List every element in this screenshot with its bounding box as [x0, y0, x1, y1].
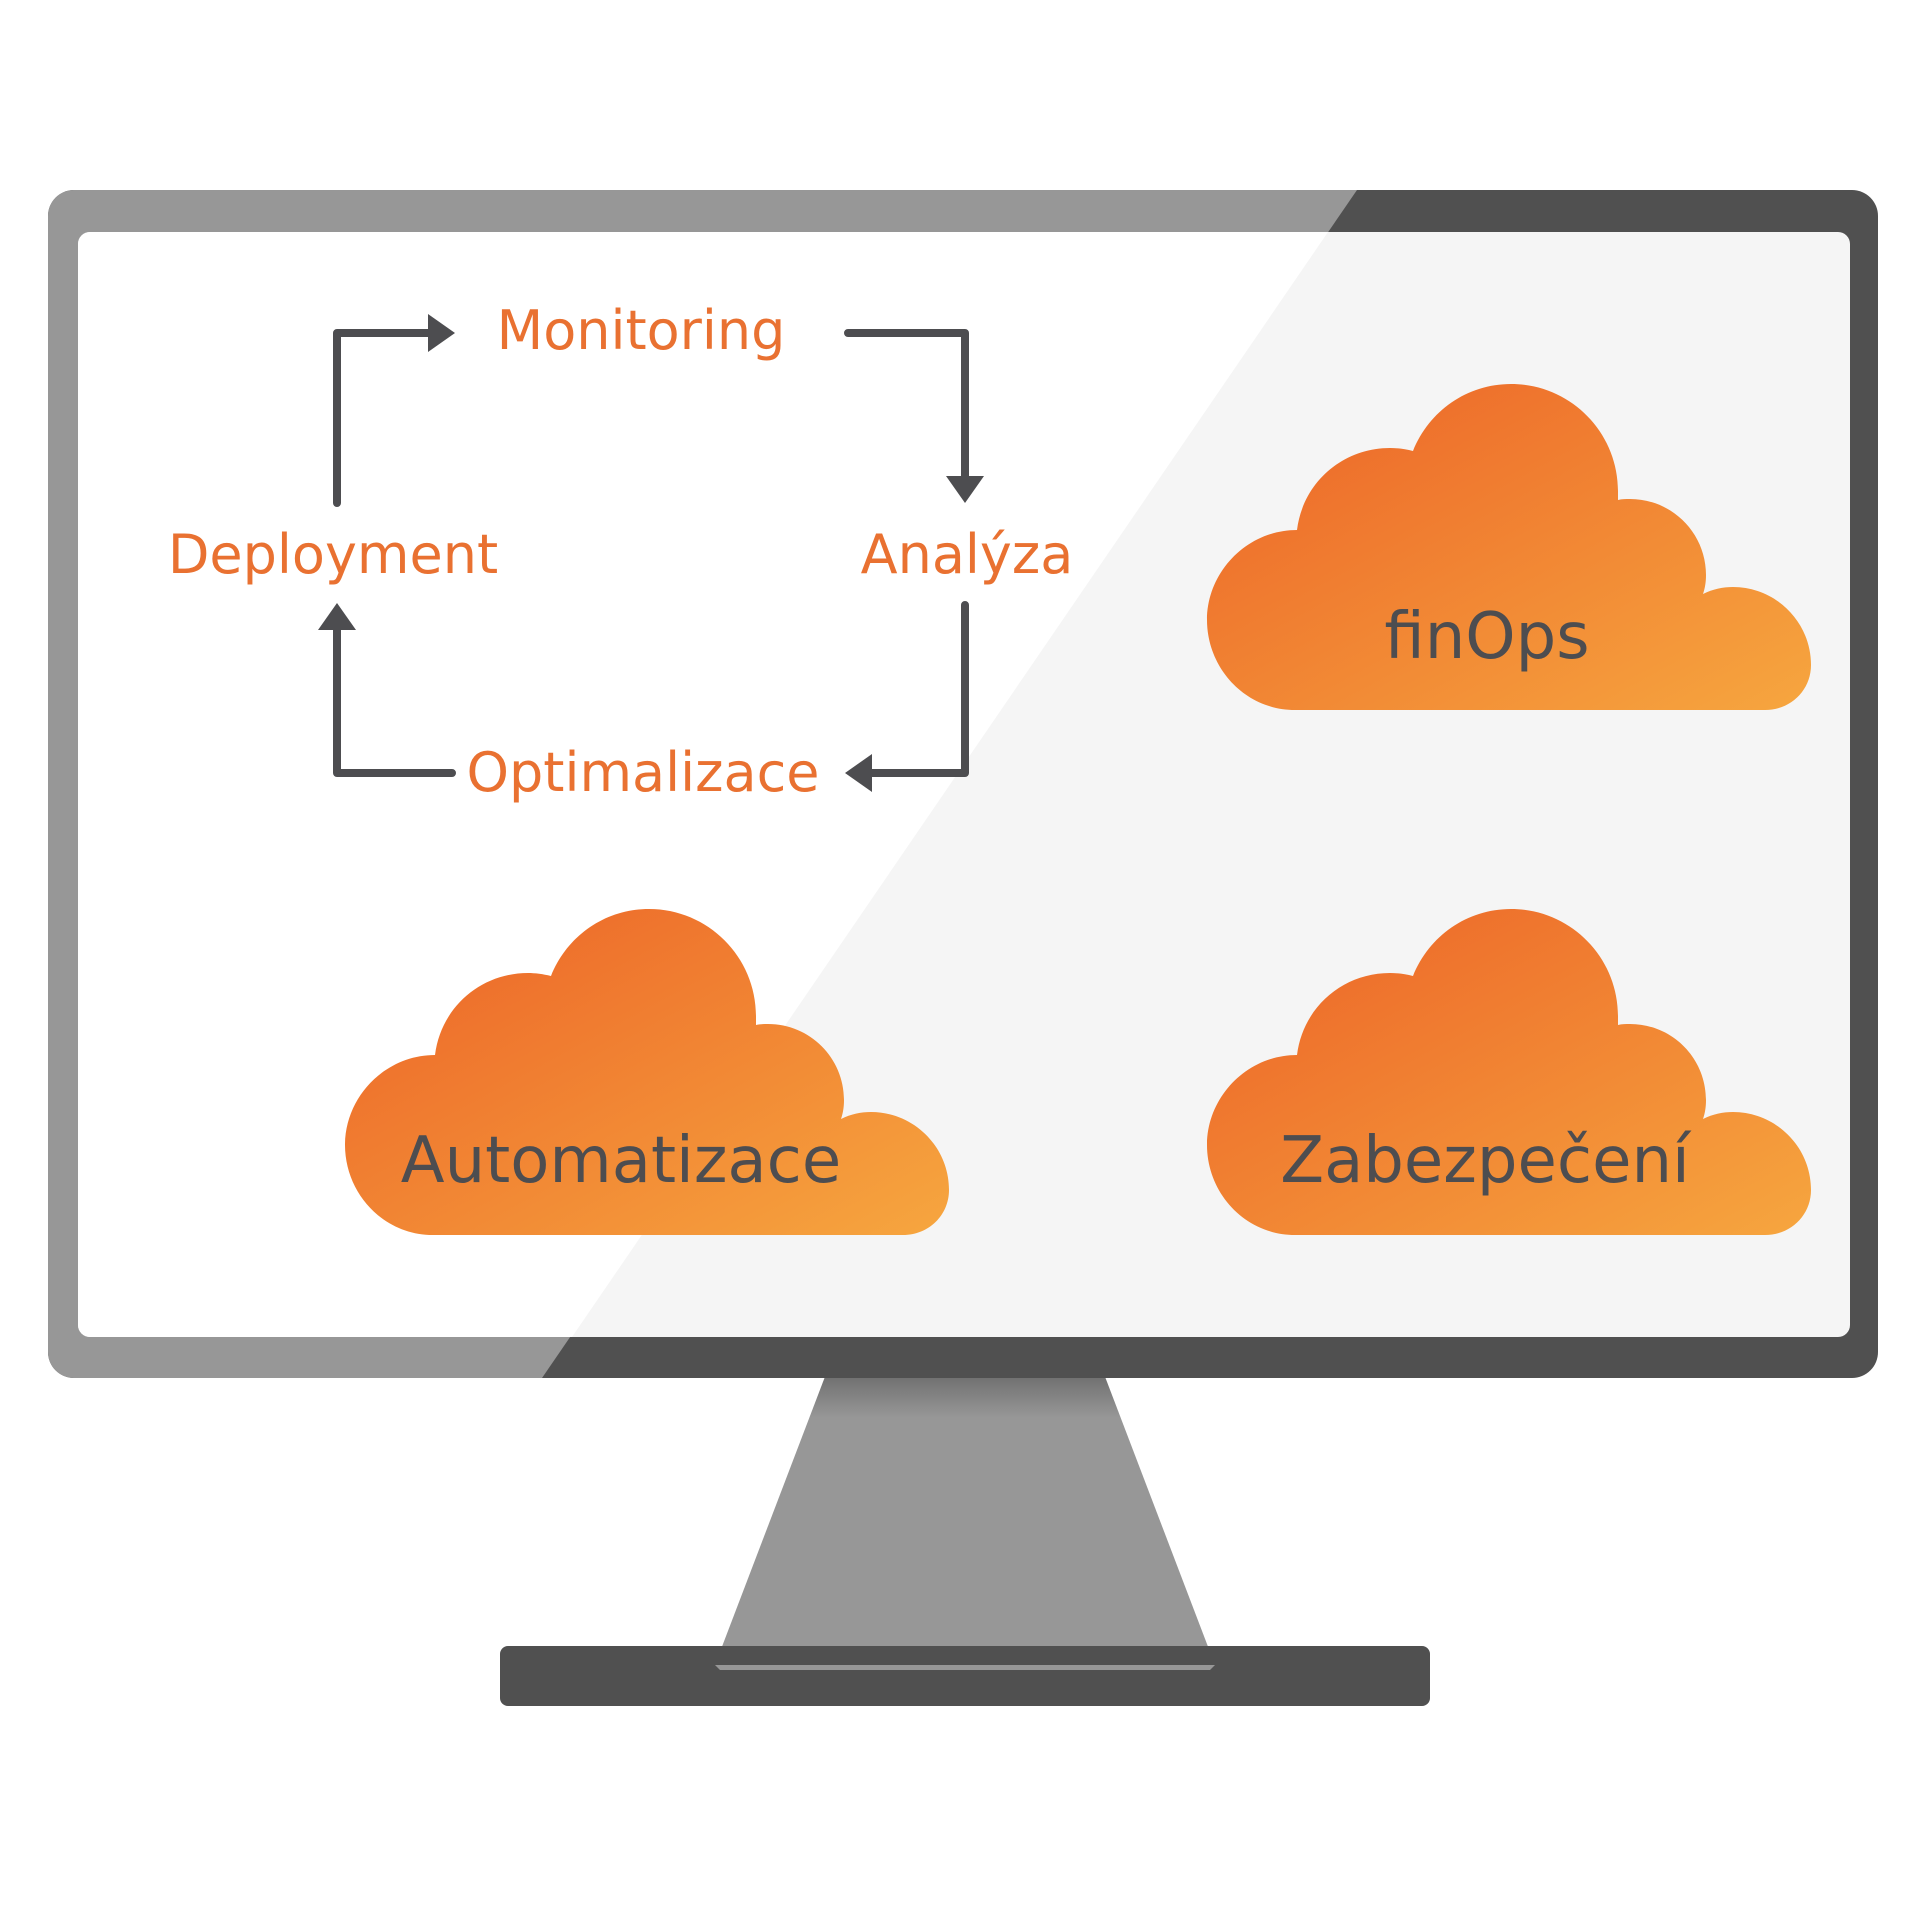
cycle-label-monitoring: Monitoring	[497, 299, 786, 362]
arrowhead-up-icon	[318, 603, 356, 630]
arrowhead-left-icon	[845, 754, 872, 792]
cloud-zabezpeceni: Zabezpečení	[1207, 909, 1811, 1235]
arrow-heads	[318, 314, 984, 792]
arrow-analyza-to-optimalizace	[866, 601, 969, 777]
cloud-finops: finOps	[1207, 384, 1811, 710]
arrow-deployment-to-monitoring	[333, 329, 434, 507]
arrow-monitoring-to-analyza	[844, 329, 969, 482]
monitor-stand	[500, 1374, 1430, 1706]
cloud-label-zabezpeceni: Zabezpečení	[1280, 1124, 1692, 1198]
arrowhead-down-icon	[946, 476, 984, 503]
cloud-label-automatizace: Automatizace	[401, 1124, 841, 1198]
stand-neck	[715, 1374, 1215, 1665]
stand-base	[500, 1646, 1430, 1706]
cycle-label-analyza: Analýza	[861, 523, 1074, 586]
cycle-label-deployment: Deployment	[168, 523, 498, 586]
cycle-arrows	[333, 329, 969, 777]
cloud-label-finops: finOps	[1384, 600, 1589, 674]
arrowhead-right-icon	[428, 314, 455, 352]
arrow-optimalizace-to-deployment	[333, 624, 456, 777]
cloud-automatizace: Automatizace	[345, 909, 949, 1235]
cycle-label-optimalizace: Optimalizace	[466, 741, 819, 804]
